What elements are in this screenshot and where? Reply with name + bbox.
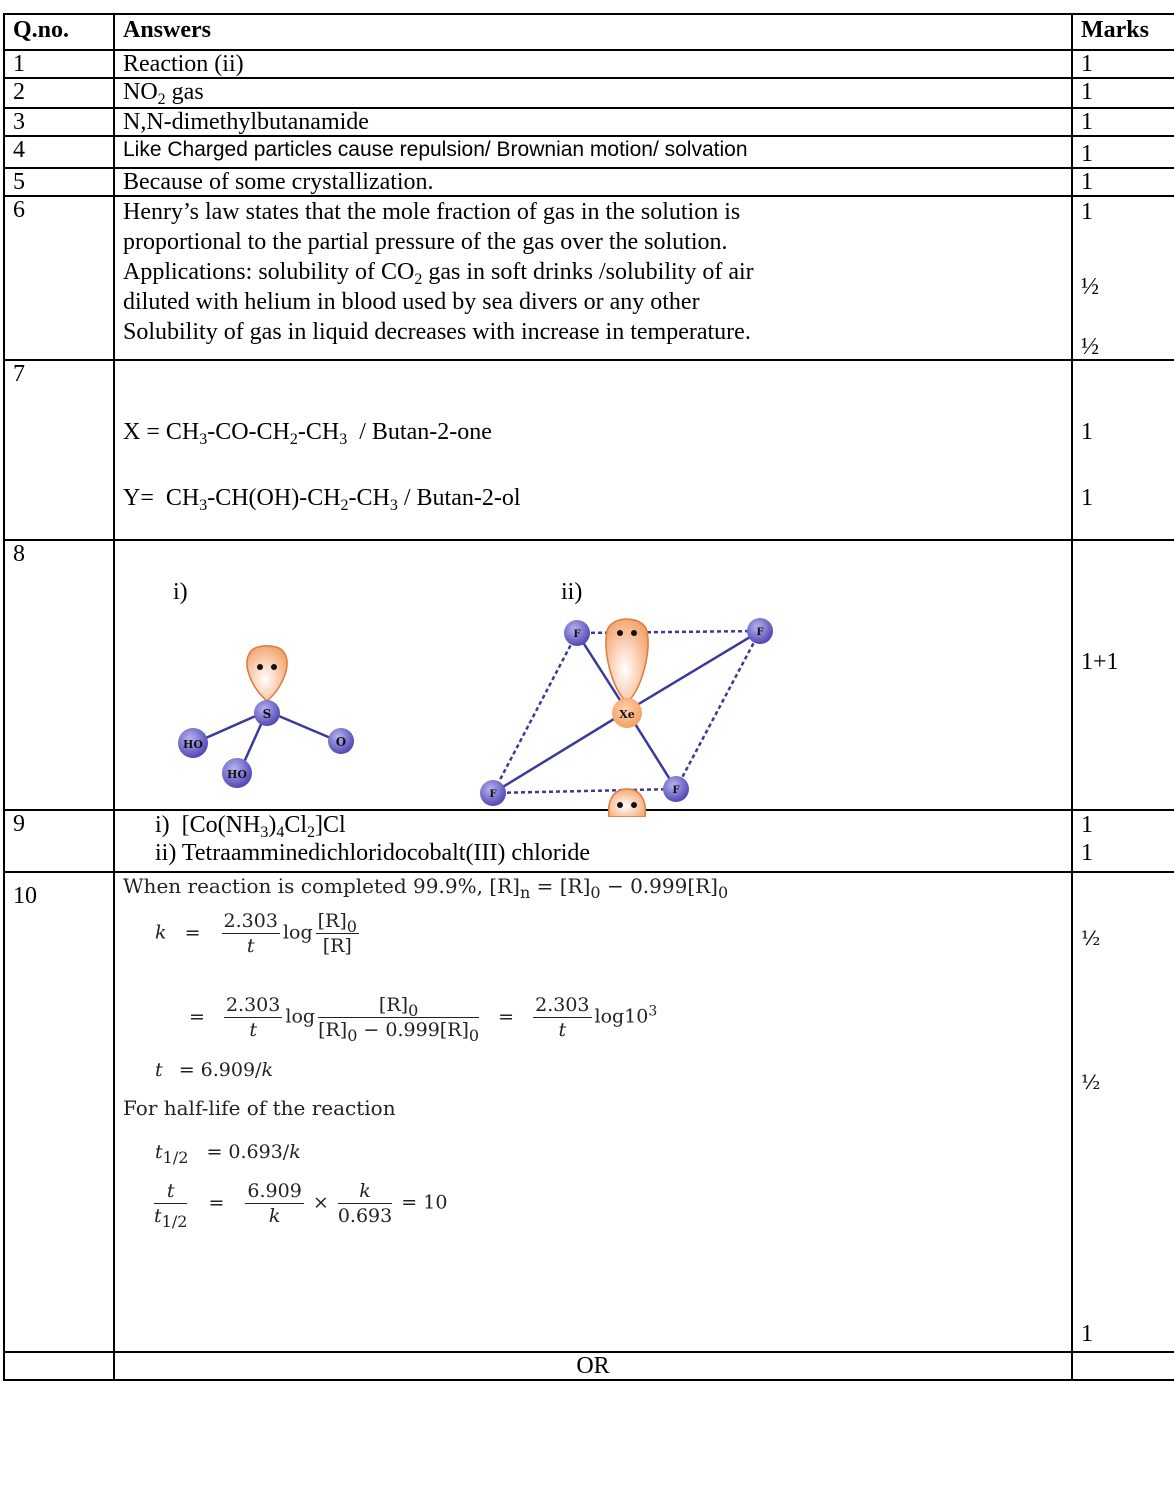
table-row: 4 Like Charged particles cause repulsion… (3, 135, 1174, 169)
table-row: 3 N,N-dimethylbutanamide 1 (3, 107, 1174, 137)
marks-cell: 1 (1071, 135, 1174, 169)
table-row: 8 i) ii) S HO HO (3, 539, 1174, 817)
marks-cell: 1 (1071, 167, 1174, 197)
svg-text:F: F (489, 789, 496, 800)
answer-cell: i) ii) S HO HO O (113, 539, 1073, 817)
lone-pair-lobe (605, 618, 649, 705)
table-row: 1 Reaction (ii) 1 (3, 49, 1174, 79)
xenon-atom (612, 698, 642, 728)
sulfur-atom (254, 700, 280, 726)
answer-cell: i) [Co(NH3)4Cl2]Cl ii) Tetraamminedichlo… (113, 809, 1073, 873)
marks-cell: 1 1 (1071, 809, 1174, 873)
svg-text:F: F (672, 785, 679, 796)
qno-cell (3, 1351, 115, 1381)
table-header-row: Q.no. Answers Marks (3, 13, 1174, 51)
answer-cell: X = CH3-CO-CH2-CH3 / Butan-2-one Y= CH3-… (113, 359, 1073, 541)
molecule-diagram-i: S HO HO O (178, 645, 354, 788)
table-row: 2 NO2 gas 1 (3, 77, 1174, 109)
molecule-diagram-ii: Xe F F F F (480, 618, 773, 817)
fluorine-atom (564, 620, 590, 646)
svg-text:Xe: Xe (619, 708, 635, 721)
svg-text:HO: HO (227, 768, 247, 781)
header-answers: Answers (113, 13, 1073, 51)
table-row: 5 Because of some crystallization. 1 (3, 167, 1174, 197)
half-life-equation: t1/2 = 0.693/k (155, 1141, 301, 1167)
qno-cell: 9 (3, 809, 115, 873)
table-row: 10 When reaction is completed 99.9%, [R]… (3, 871, 1174, 1353)
fluorine-atom (663, 776, 689, 802)
answer-cell: Reaction (ii) (113, 49, 1073, 79)
answer-cell: Because of some crystallization. (113, 167, 1073, 197)
fluorine-atom (480, 780, 506, 806)
marks-cell: 1 (1071, 107, 1174, 137)
qno-cell: 5 (3, 167, 115, 197)
qno-cell: 1 (3, 49, 115, 79)
answer-cell: Like Charged particles cause repulsion/ … (113, 135, 1073, 169)
answer-x: X = CH3-CO-CH2-CH3 / Butan-2-one (123, 419, 492, 448)
svg-text:F: F (573, 629, 580, 640)
marks-cell: ½ ½ 1 (1071, 871, 1174, 1353)
svg-text:S: S (263, 707, 272, 721)
qno-cell: 2 (3, 77, 115, 109)
lone-pair-lobe (607, 788, 647, 817)
qno-cell: 10 (3, 871, 115, 1353)
qno-cell: 7 (3, 359, 115, 541)
completion-condition: When reaction is completed 99.9%, [R]n =… (123, 874, 729, 902)
qno-cell: 4 (3, 135, 115, 169)
half-life-heading: For half-life of the reaction (123, 1096, 396, 1120)
hydroxyl-atom (222, 758, 252, 788)
header-qno: Q.no. (3, 13, 115, 51)
lone-pair-lobe (246, 645, 288, 702)
marks-cell: 1+1 (1071, 539, 1174, 811)
table-row: 7 X = CH3-CO-CH2-CH3 / Butan-2-one Y= CH… (3, 359, 1174, 541)
or-cell: OR (113, 1351, 1073, 1381)
answer-y: Y= CH3-CH(OH)-CH2-CH3 / Butan-2-ol (123, 485, 521, 514)
table-row: 9 i) [Co(NH3)4Cl2]Cl ii) Tetraamminedich… (3, 809, 1174, 873)
table-row: OR (3, 1351, 1174, 1381)
answer-cell: Henry’s law states that the mole fractio… (113, 195, 1073, 361)
qno-cell: 8 (3, 539, 115, 811)
marks-cell: 1 ½ ½ (1071, 195, 1174, 361)
answer-table: Q.no. Answers Marks 1 Reaction (ii) 1 2 … (3, 13, 1174, 1381)
table-row: 6 Henry’s law states that the mole fract… (3, 195, 1174, 361)
answer-cell: NO2 gas (113, 77, 1073, 109)
marks-cell: 1 (1071, 77, 1174, 109)
answer-cell: When reaction is completed 99.9%, [R]n =… (113, 871, 1073, 1353)
marks-cell (1071, 1351, 1174, 1381)
answer-cell: N,N-dimethylbutanamide (113, 107, 1073, 137)
fluorine-atom (747, 618, 773, 644)
qno-cell: 6 (3, 195, 115, 361)
hydroxyl-atom (178, 728, 208, 758)
header-marks: Marks (1071, 13, 1174, 51)
time-result: t = 6.909/k (155, 1059, 273, 1081)
marks-cell: 1 1 (1071, 359, 1174, 541)
svg-text:HO: HO (183, 738, 203, 751)
svg-text:F: F (756, 627, 763, 638)
qno-cell: 3 (3, 107, 115, 137)
svg-text:O: O (336, 735, 346, 749)
marks-cell: 1 (1071, 49, 1174, 79)
oxygen-atom (328, 728, 354, 754)
